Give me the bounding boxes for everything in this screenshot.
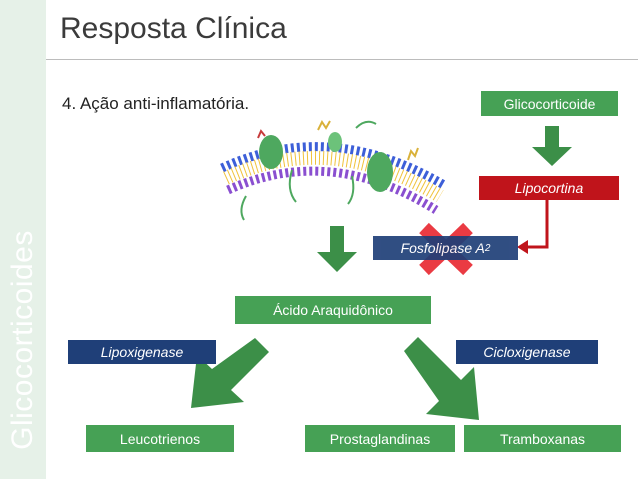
list-item: 4. Ação anti-inflamatória.: [62, 94, 250, 113]
prostaglandinas-box: Prostaglandinas: [305, 425, 455, 452]
tramboxanas-box: Tramboxanas: [464, 425, 621, 452]
arrow-acido-to-leucotrienos: [191, 338, 269, 408]
arrow-acido-to-prostaglandinas: [404, 337, 479, 420]
glicocorticoide-box: Glicocorticoide: [481, 91, 618, 116]
arrow-glico-to-lipocortina: [532, 126, 572, 166]
lipocortina-box: Lipocortina: [479, 176, 619, 200]
cell-membrane-image: [220, 120, 447, 221]
arrow-lipocortina-to-fosfolipase: [521, 200, 549, 249]
sidebar-band: Glicocorticoides: [0, 0, 46, 479]
acido-araquidonico-box: Ácido Araquidônico: [235, 296, 431, 324]
arrow-membrane-to-acido: [317, 226, 357, 272]
lipoxigenase-box: Lipoxigenase: [68, 340, 216, 364]
cicloxigenase-box: Cicloxigenase: [456, 340, 598, 364]
fosfolipase-label: Fosfolipase A: [400, 240, 485, 256]
leucotrienos-box: Leucotrienos: [86, 425, 234, 452]
title-divider: [46, 59, 638, 60]
page-title: Resposta Clínica: [60, 12, 287, 45]
fosfolipase-subscript: 2: [484, 242, 491, 254]
